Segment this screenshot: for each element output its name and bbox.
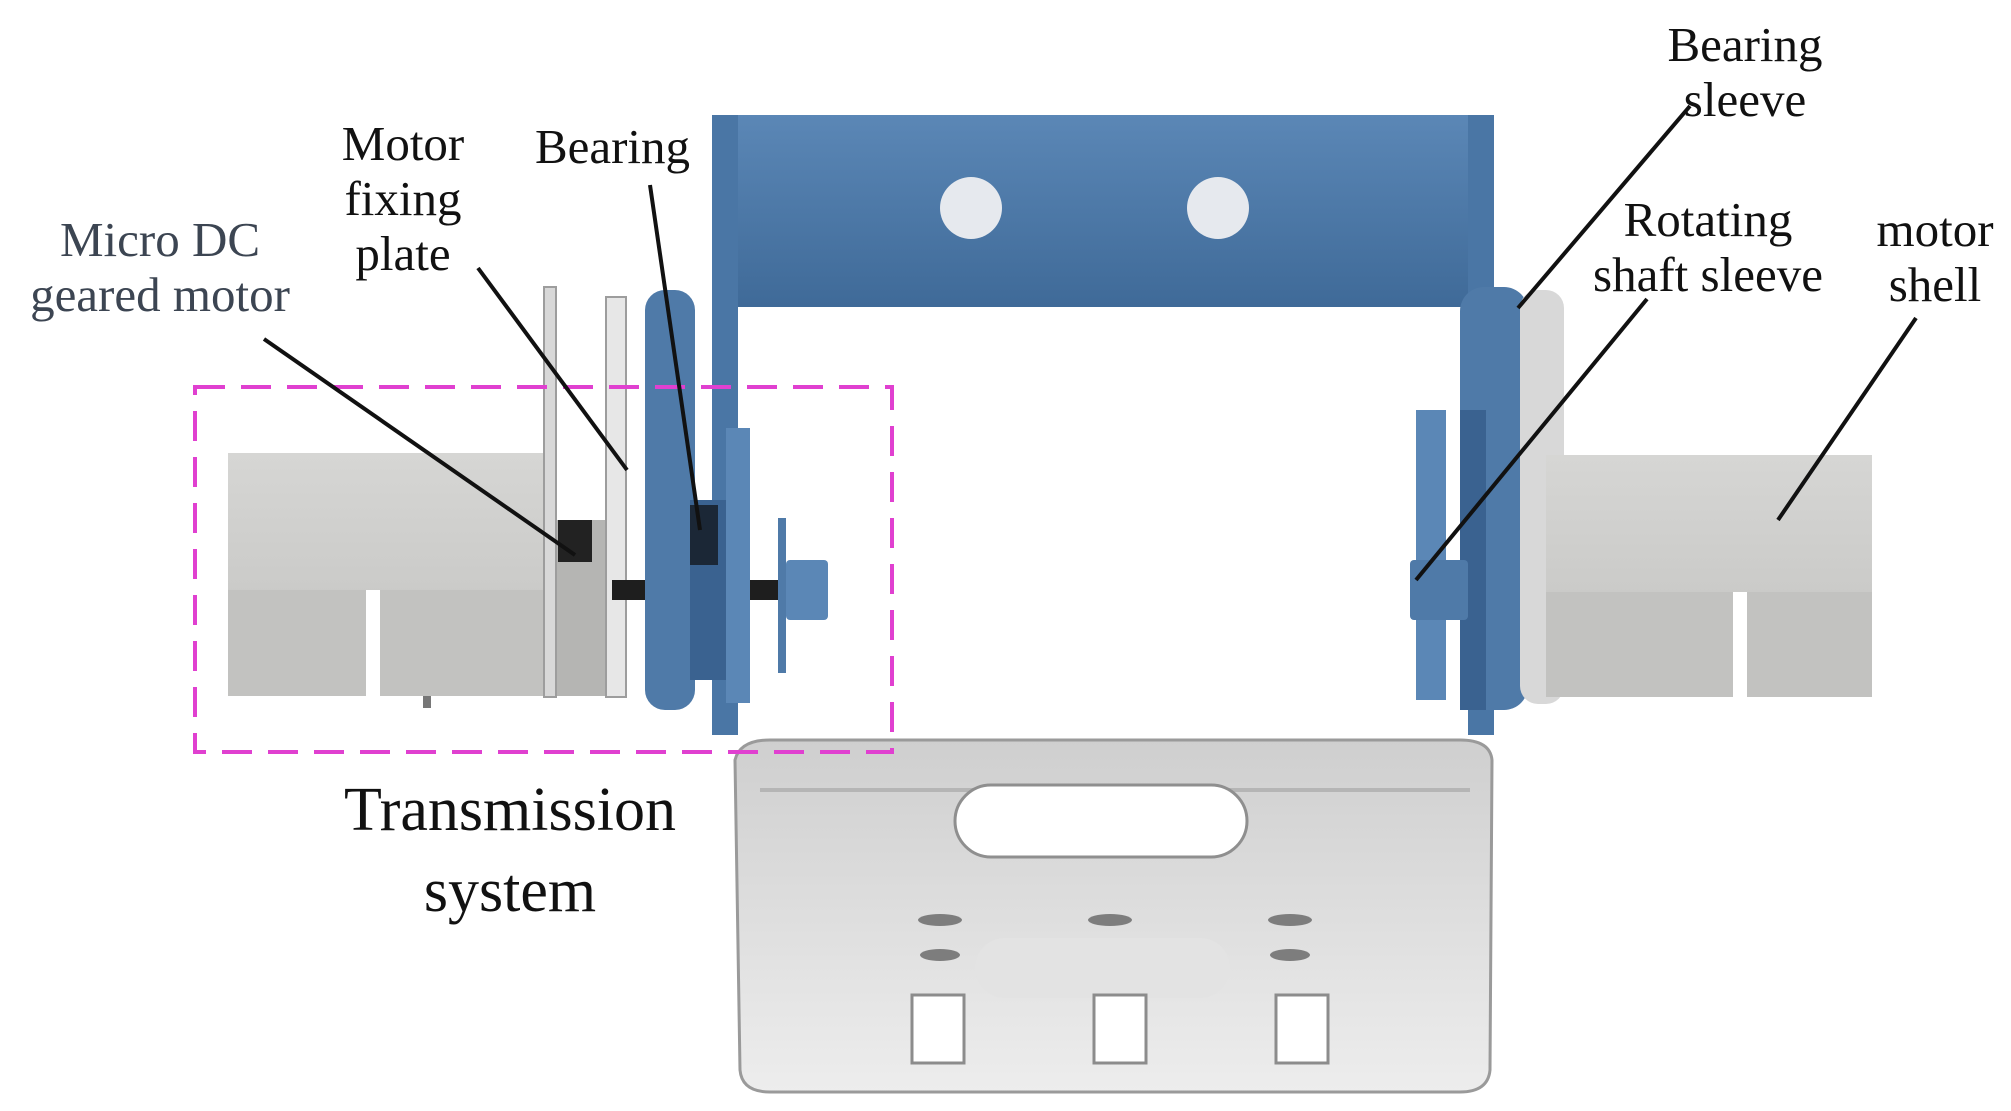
bracket-hole-left — [940, 177, 1002, 239]
label-bearing: Bearing — [520, 119, 705, 175]
leader-bearing-sleeve — [1516, 104, 1692, 310]
label-line: geared motor — [30, 266, 290, 322]
leader-micro-dc-motor — [262, 337, 577, 557]
label-line: Rotating — [1623, 192, 1793, 247]
label-line: plate — [355, 225, 451, 281]
leader-motor-shell — [1776, 316, 1918, 522]
label-motor-shell: motor shell — [1860, 202, 2010, 313]
label-line: motor — [1876, 202, 1994, 257]
label-rotating-shaft-sleeve: Rotating shaft sleeve — [1578, 192, 1838, 303]
label-line: fixing — [344, 170, 462, 226]
rotating-shaft-sleeve — [1410, 560, 1468, 620]
label-line: system — [423, 856, 597, 925]
label-line: shell — [1888, 256, 1982, 312]
upper-bracket — [712, 115, 1494, 735]
leader-lines — [262, 104, 1918, 582]
label-line: Motor — [341, 116, 465, 171]
label-line: sleeve — [1683, 71, 1807, 127]
leader-motor-fixing-plate — [476, 266, 629, 472]
label-transmission-system: Transmission system — [300, 770, 720, 931]
leader-bearing — [648, 184, 702, 531]
label-line: shaft sleeve — [1593, 246, 1823, 302]
motor-fixing-plate — [605, 296, 627, 698]
label-motor-fixing-plate: Motor fixing plate — [318, 116, 488, 282]
tray-slot — [953, 783, 1249, 859]
label-line: Transmission — [344, 776, 676, 844]
label-bearing-sleeve: Bearing sleeve — [1650, 17, 1840, 128]
label-line: Bearing — [1667, 17, 1823, 72]
lower-tray — [733, 738, 1494, 1094]
leader-rotating-shaft-sleeve — [1414, 297, 1649, 582]
right-motor-assembly — [1410, 287, 1872, 710]
label-line: Bearing — [534, 119, 691, 174]
label-line: Micro DC — [59, 212, 261, 267]
transmission-system-box — [193, 385, 894, 754]
label-micro-dc-motor: Micro DC geared motor — [10, 212, 310, 323]
bracket-hole-right — [1187, 177, 1249, 239]
bearing-disc-left — [645, 290, 695, 710]
left-motor-assembly — [228, 286, 828, 710]
